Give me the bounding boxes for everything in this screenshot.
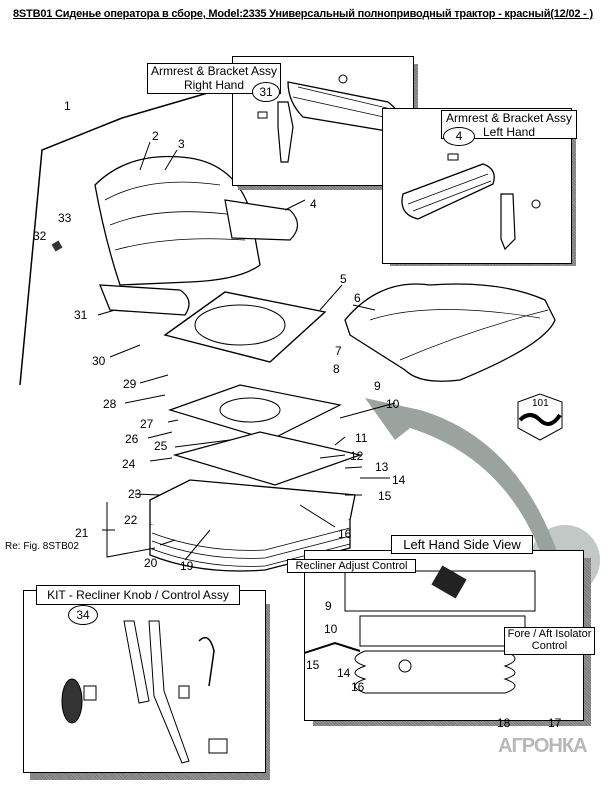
recliner-knob-icon	[61, 620, 228, 764]
label-isolator-control: Fore / Aft Isolator Control	[504, 627, 595, 655]
caption-side-view: Left Hand Side View	[391, 535, 533, 554]
callout-24: 24	[122, 457, 136, 471]
caption-right-armrest: Armrest & Bracket Assy Right Hand	[147, 63, 281, 94]
callout-12: 12	[350, 449, 364, 463]
callout-9: 9	[374, 379, 381, 393]
caption-line: Armrest & Bracket Assy	[150, 64, 278, 78]
callout-side-16: 16	[351, 680, 365, 694]
callout-28: 28	[103, 397, 117, 411]
callout-29: 29	[123, 377, 137, 391]
caption-line: Control	[531, 640, 568, 652]
callout-side-17: 17	[548, 716, 562, 730]
callout-21: 21	[75, 526, 89, 540]
caption-line: Fore / Aft Isolator	[507, 628, 592, 640]
page-title: 8STB01 Сиденье оператора в сборе, Model:…	[13, 8, 593, 20]
caption-line: Left Hand	[482, 125, 536, 139]
callout-14: 14	[392, 473, 406, 487]
watermark-logo: АГРОНКА	[498, 735, 588, 757]
callout-7: 7	[335, 344, 342, 358]
callout-1: 1	[64, 99, 71, 113]
callout-25: 25	[154, 439, 168, 453]
left-armrest-icon	[401, 153, 541, 251]
callout-13: 13	[375, 460, 389, 474]
callout-22: 22	[124, 513, 138, 527]
callout-16: 16	[338, 527, 352, 541]
callout-side-14: 14	[337, 666, 351, 680]
callout-30: 30	[92, 354, 106, 368]
callout-20: 20	[144, 556, 158, 570]
right-armrest-icon	[257, 74, 400, 163]
callout-33: 33	[58, 211, 72, 225]
inset-recliner-kit	[23, 590, 266, 773]
label-recliner-adjust: Recliner Adjust Control	[287, 559, 416, 573]
callout-32: 32	[33, 229, 47, 243]
caption-left-armrest: Armrest & Bracket Assy Left Hand	[441, 110, 577, 139]
callout-26: 26	[125, 432, 139, 446]
side-view-drawing	[294, 565, 536, 694]
cushion-kit-badge: 101	[532, 398, 549, 409]
reference-note: Re: Fig. 8STB02	[5, 541, 79, 552]
callout-6: 6	[354, 291, 361, 305]
part-badge-4: 4	[443, 127, 475, 146]
callout-side-18: 18	[497, 716, 511, 730]
callout-19: 19	[180, 559, 194, 573]
callout-31: 31	[74, 308, 88, 322]
callout-15: 15	[378, 489, 392, 503]
part-badge-31: 31	[252, 82, 280, 102]
callout-23: 23	[128, 487, 142, 501]
callout-2: 2	[152, 129, 159, 143]
callout-10: 10	[386, 397, 400, 411]
callout-4: 4	[310, 197, 317, 211]
callout-8: 8	[333, 362, 340, 376]
caption-line: Right Hand	[183, 78, 245, 92]
caption-recliner-kit: KIT - Recliner Knob / Control Assy	[36, 585, 240, 605]
callout-side-9: 9	[325, 599, 332, 613]
callout-5: 5	[340, 272, 347, 286]
callout-3: 3	[178, 137, 185, 151]
callout-side-15: 15	[306, 658, 320, 672]
callout-11: 11	[355, 431, 368, 445]
callout-27: 27	[140, 417, 154, 431]
callout-side-10: 10	[324, 622, 338, 636]
part-badge-34: 34	[68, 605, 98, 625]
caption-line: Armrest & Bracket Assy	[445, 111, 573, 125]
